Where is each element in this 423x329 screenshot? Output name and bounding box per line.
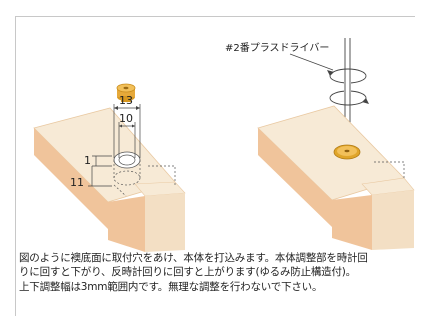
screwdriver-label: #2番プラスドライバー (225, 42, 329, 54)
dimension-10: 10 (118, 112, 136, 158)
adjuster-part-icon (116, 83, 136, 102)
dimension-10-label: 10 (119, 112, 133, 125)
right-illustration: #2番プラスドライバー (225, 38, 415, 250)
caption-line-3: 上下調整幅は3mm範囲内です。無理な調整を行わないで下さい。 (19, 281, 323, 293)
wood-block-side-face (108, 196, 145, 252)
left-illustration: 13 10 1 11 (33, 83, 186, 252)
right-board-front-face (258, 128, 332, 227)
caption-line-1: 図のように襖底面に取付穴をあけ、本体を打込みます。本体調整部を時計回 (19, 252, 368, 264)
caption-line-2: りに回すと下がり、反時計回りに回すと上がります(ゆるみ防止構造付)。 (19, 266, 356, 278)
frame-top-line (15, 16, 415, 17)
installed-adjuster-icon (333, 144, 361, 160)
wood-block-front-face (145, 193, 185, 252)
dimension-1-label: 1 (84, 154, 91, 167)
dimension-11-label: 11 (70, 176, 84, 189)
frame-left-line (15, 16, 16, 316)
wood-board-front-face (34, 128, 108, 229)
dimension-13: 13 (113, 94, 141, 158)
dimension-depth: 1 11 (70, 154, 112, 189)
mounting-hole (113, 151, 141, 186)
dimension-13-label: 13 (119, 94, 133, 107)
right-block-front-face (372, 190, 414, 250)
right-block-side-face (332, 195, 372, 250)
